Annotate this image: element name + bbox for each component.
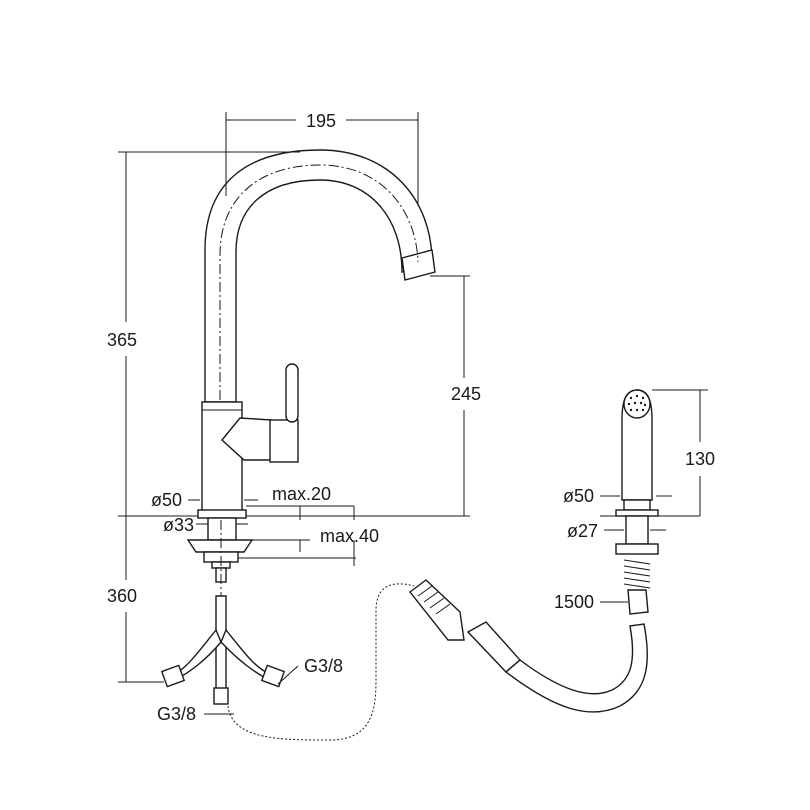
dim-spout-reach: 195 xyxy=(306,111,336,131)
lever-cap xyxy=(269,419,299,463)
clamp-plate xyxy=(186,539,254,553)
faucet-body xyxy=(186,149,436,600)
column xyxy=(201,401,243,515)
lever-handle xyxy=(285,363,299,423)
dim-hose-connection-bottom: G3/8 xyxy=(157,704,196,724)
dim-stem-diameter: ø33 xyxy=(163,515,194,535)
dim-base-diameter: ø50 xyxy=(151,490,182,510)
dim-total-height: 365 xyxy=(107,330,137,350)
dim-shower-base-diameter: ø50 xyxy=(563,486,594,506)
dim-shower-stem-diameter: ø27 xyxy=(567,521,598,541)
dim-below-counter: 360 xyxy=(107,586,137,606)
hose-right xyxy=(220,628,272,682)
stem xyxy=(207,517,237,541)
fitting-bottom xyxy=(213,687,229,705)
base-plate xyxy=(197,509,247,519)
dimension-lines xyxy=(118,112,470,715)
spout xyxy=(204,149,433,403)
shower-stem xyxy=(625,515,649,545)
dimension-labels: 195 365 245 360 ø50 ø33 max.20 max.40 G3… xyxy=(107,111,715,724)
shower-base xyxy=(615,509,659,517)
side-shower xyxy=(615,389,659,615)
shower-hose xyxy=(409,579,648,713)
shower-thread xyxy=(623,559,651,589)
dim-shower-hose-length: 1500 xyxy=(554,592,594,612)
spout-tip xyxy=(401,249,436,281)
shower-nozzles xyxy=(627,394,647,412)
shower-hose-loop xyxy=(504,623,648,713)
fitting-right xyxy=(260,664,286,688)
dim-shower-height: 130 xyxy=(685,449,715,469)
shower-clamp xyxy=(615,543,659,555)
dim-max-clamp: max.40 xyxy=(320,526,379,546)
shower-hose-end xyxy=(627,589,649,615)
hose-connector-bottom xyxy=(466,621,521,673)
dim-max-counter: max.20 xyxy=(272,484,331,504)
hose-route-dashed xyxy=(227,583,415,741)
spout-centerline xyxy=(219,164,419,400)
dim-hose-connection-right: G3/8 xyxy=(304,656,343,676)
fitting-left xyxy=(160,664,186,688)
shower-dimension-lines xyxy=(600,389,708,603)
dim-spout-height: 245 xyxy=(451,384,481,404)
supply-hoses xyxy=(160,595,286,705)
shower-collar xyxy=(623,499,651,511)
hose-connector-top xyxy=(409,579,465,641)
